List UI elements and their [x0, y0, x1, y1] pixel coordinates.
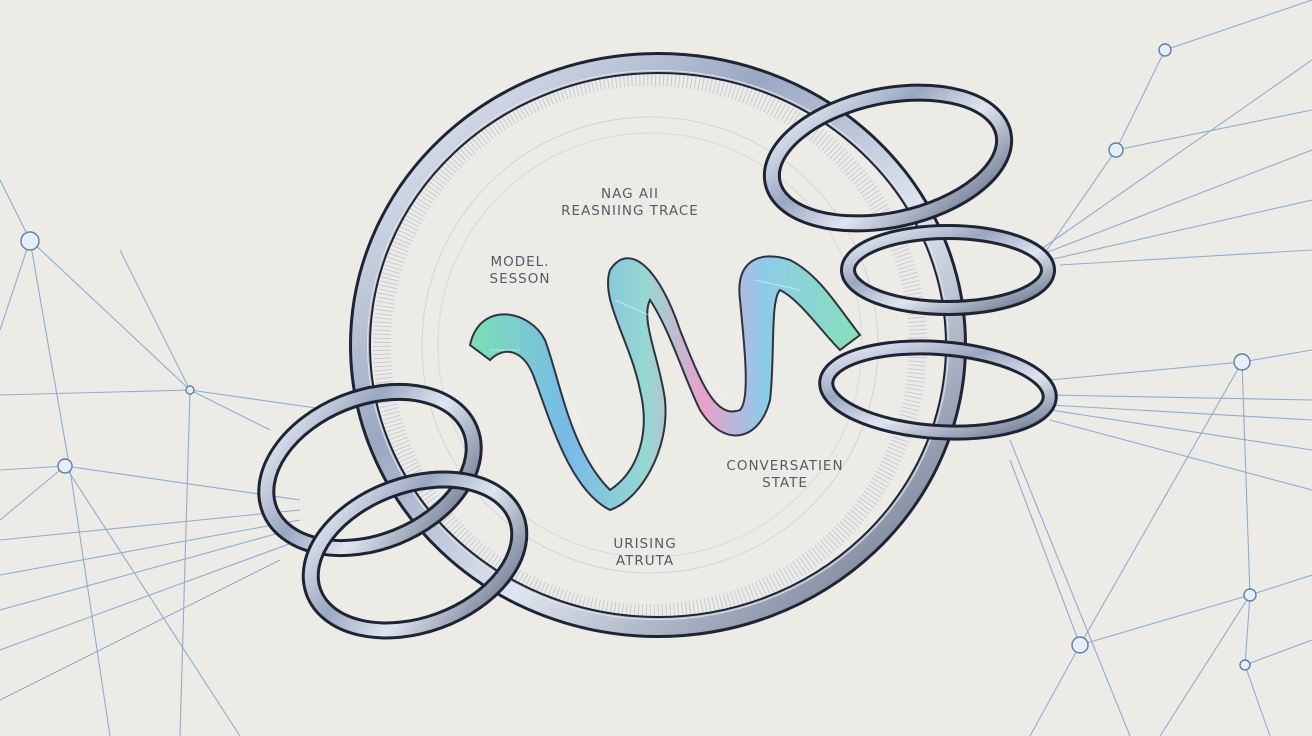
label-urising-atruta-line2: ATRUTA: [615, 553, 675, 569]
ribbon-trace: [468, 255, 862, 512]
network-lines-right: [1009, 0, 1312, 736]
label-model-session-line1: MODEL.: [490, 254, 550, 270]
label-conversation-state-line2: STATE: [762, 475, 808, 491]
label-reasoning-trace: NAG AII REASNIING TRACE: [520, 186, 740, 220]
ring-right-middle: [840, 224, 1056, 316]
label-reasoning-trace-line1: NAG AII: [600, 186, 660, 202]
label-urising-atruta: URISING ATRUTA: [590, 536, 700, 570]
ring-right-bottom: [818, 339, 1058, 441]
label-conversation-state-line1: CONVERSATIEN: [726, 458, 844, 474]
label-model-session: MODEL. SESSON: [460, 254, 580, 288]
ring-right-top: [762, 83, 1014, 233]
ring-left-upper: [257, 382, 483, 558]
label-reasoning-trace-line2: REASNIING TRACE: [561, 203, 699, 219]
network-nodes: [20, 43, 1257, 671]
ring-left-lower: [301, 470, 529, 640]
label-conversation-state: CONVERSATIEN STATE: [700, 458, 870, 492]
label-urising-atruta-line1: URISING: [613, 536, 677, 552]
label-model-session-line2: SESSON: [489, 271, 551, 287]
